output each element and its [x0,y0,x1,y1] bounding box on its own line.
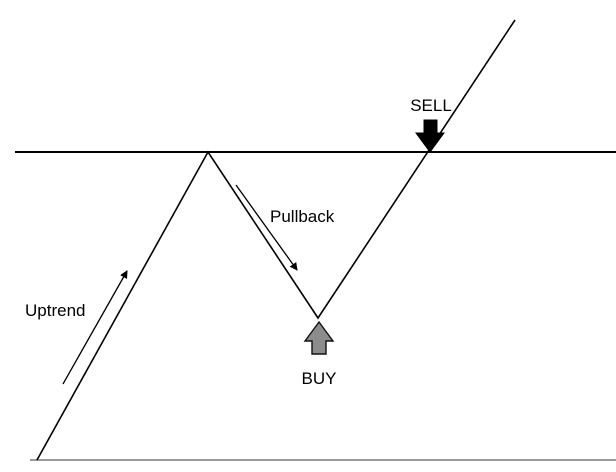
buy-up-arrow-icon [303,320,335,355]
uptrend-arrow [62,270,128,385]
price-path [36,19,516,461]
sell-label: SELL [410,96,452,115]
pullback-label: Pullback [270,207,335,226]
uptrend-label: Uptrend [25,301,85,320]
pullback-arrow [235,184,298,271]
buy-label: BUY [302,369,337,388]
sell-down-arrow-icon [415,119,445,153]
